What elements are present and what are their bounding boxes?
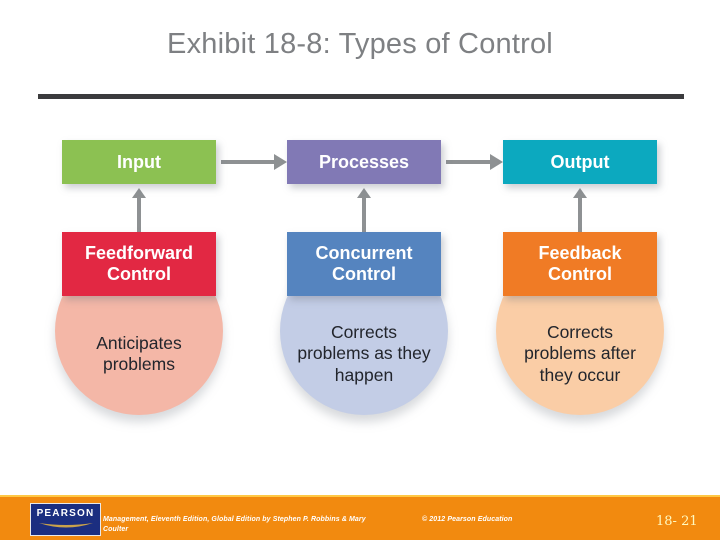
arrow-up-feedforward-to-input-shaft — [137, 198, 141, 232]
arrow-up-feedback-to-output-shaft — [578, 198, 582, 232]
stage-box-processes: Processes — [287, 140, 441, 184]
arrow-up-feedforward-to-input — [132, 188, 146, 198]
footer-bar — [0, 497, 720, 540]
pearson-swoosh-icon — [38, 523, 93, 528]
arrow-processes-to-output — [490, 154, 503, 170]
arrow-input-to-processes — [274, 154, 287, 170]
arrow-up-concurrent-to-processes — [357, 188, 371, 198]
arrow-input-to-processes-shaft — [221, 160, 274, 164]
footer-copyright-text: © 2012 Pearson Education — [422, 516, 513, 523]
stage-box-input: Input — [62, 140, 216, 184]
title-divider — [38, 94, 684, 99]
control-box-feedforward: Feedforward Control — [62, 232, 216, 296]
pearson-logo: PEARSON — [30, 503, 101, 536]
footer-credit-text: Management, Eleventh Edition, Global Edi… — [103, 516, 366, 533]
arrow-processes-to-output-shaft — [446, 160, 490, 164]
page-number: 18- 21 — [656, 514, 698, 529]
pearson-logo-text: PEARSON — [36, 508, 95, 519]
footer-accent-stripe — [0, 495, 720, 497]
control-box-concurrent: Concurrent Control — [287, 232, 441, 296]
page-title: Exhibit 18-8: Types of Control — [167, 28, 553, 60]
arrow-up-feedback-to-output — [573, 188, 587, 198]
stage-box-output: Output — [503, 140, 657, 184]
control-box-feedback: Feedback Control — [503, 232, 657, 296]
arrow-up-concurrent-to-processes-shaft — [362, 198, 366, 232]
